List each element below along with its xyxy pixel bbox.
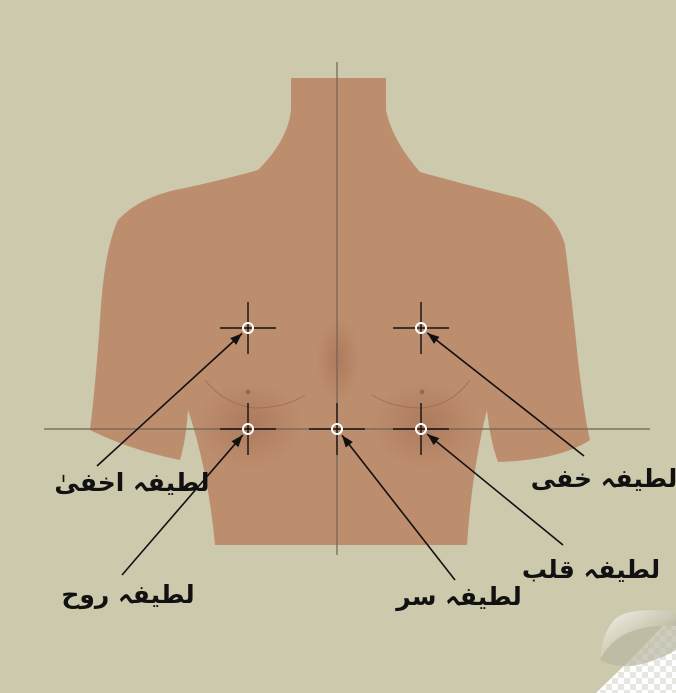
label-khafi: لطیفہ خفی xyxy=(531,464,676,493)
left-nipple xyxy=(246,390,251,395)
label-akhfa: لطیفہ اخفیٰ xyxy=(54,468,209,497)
label-qalb: لطیفہ قلب xyxy=(522,555,660,584)
label-rooh: لطیفہ روح xyxy=(61,580,194,610)
sternum-shade xyxy=(316,315,360,405)
right-nipple xyxy=(420,390,425,395)
label-sirr: لطیفہ سر xyxy=(394,582,521,612)
